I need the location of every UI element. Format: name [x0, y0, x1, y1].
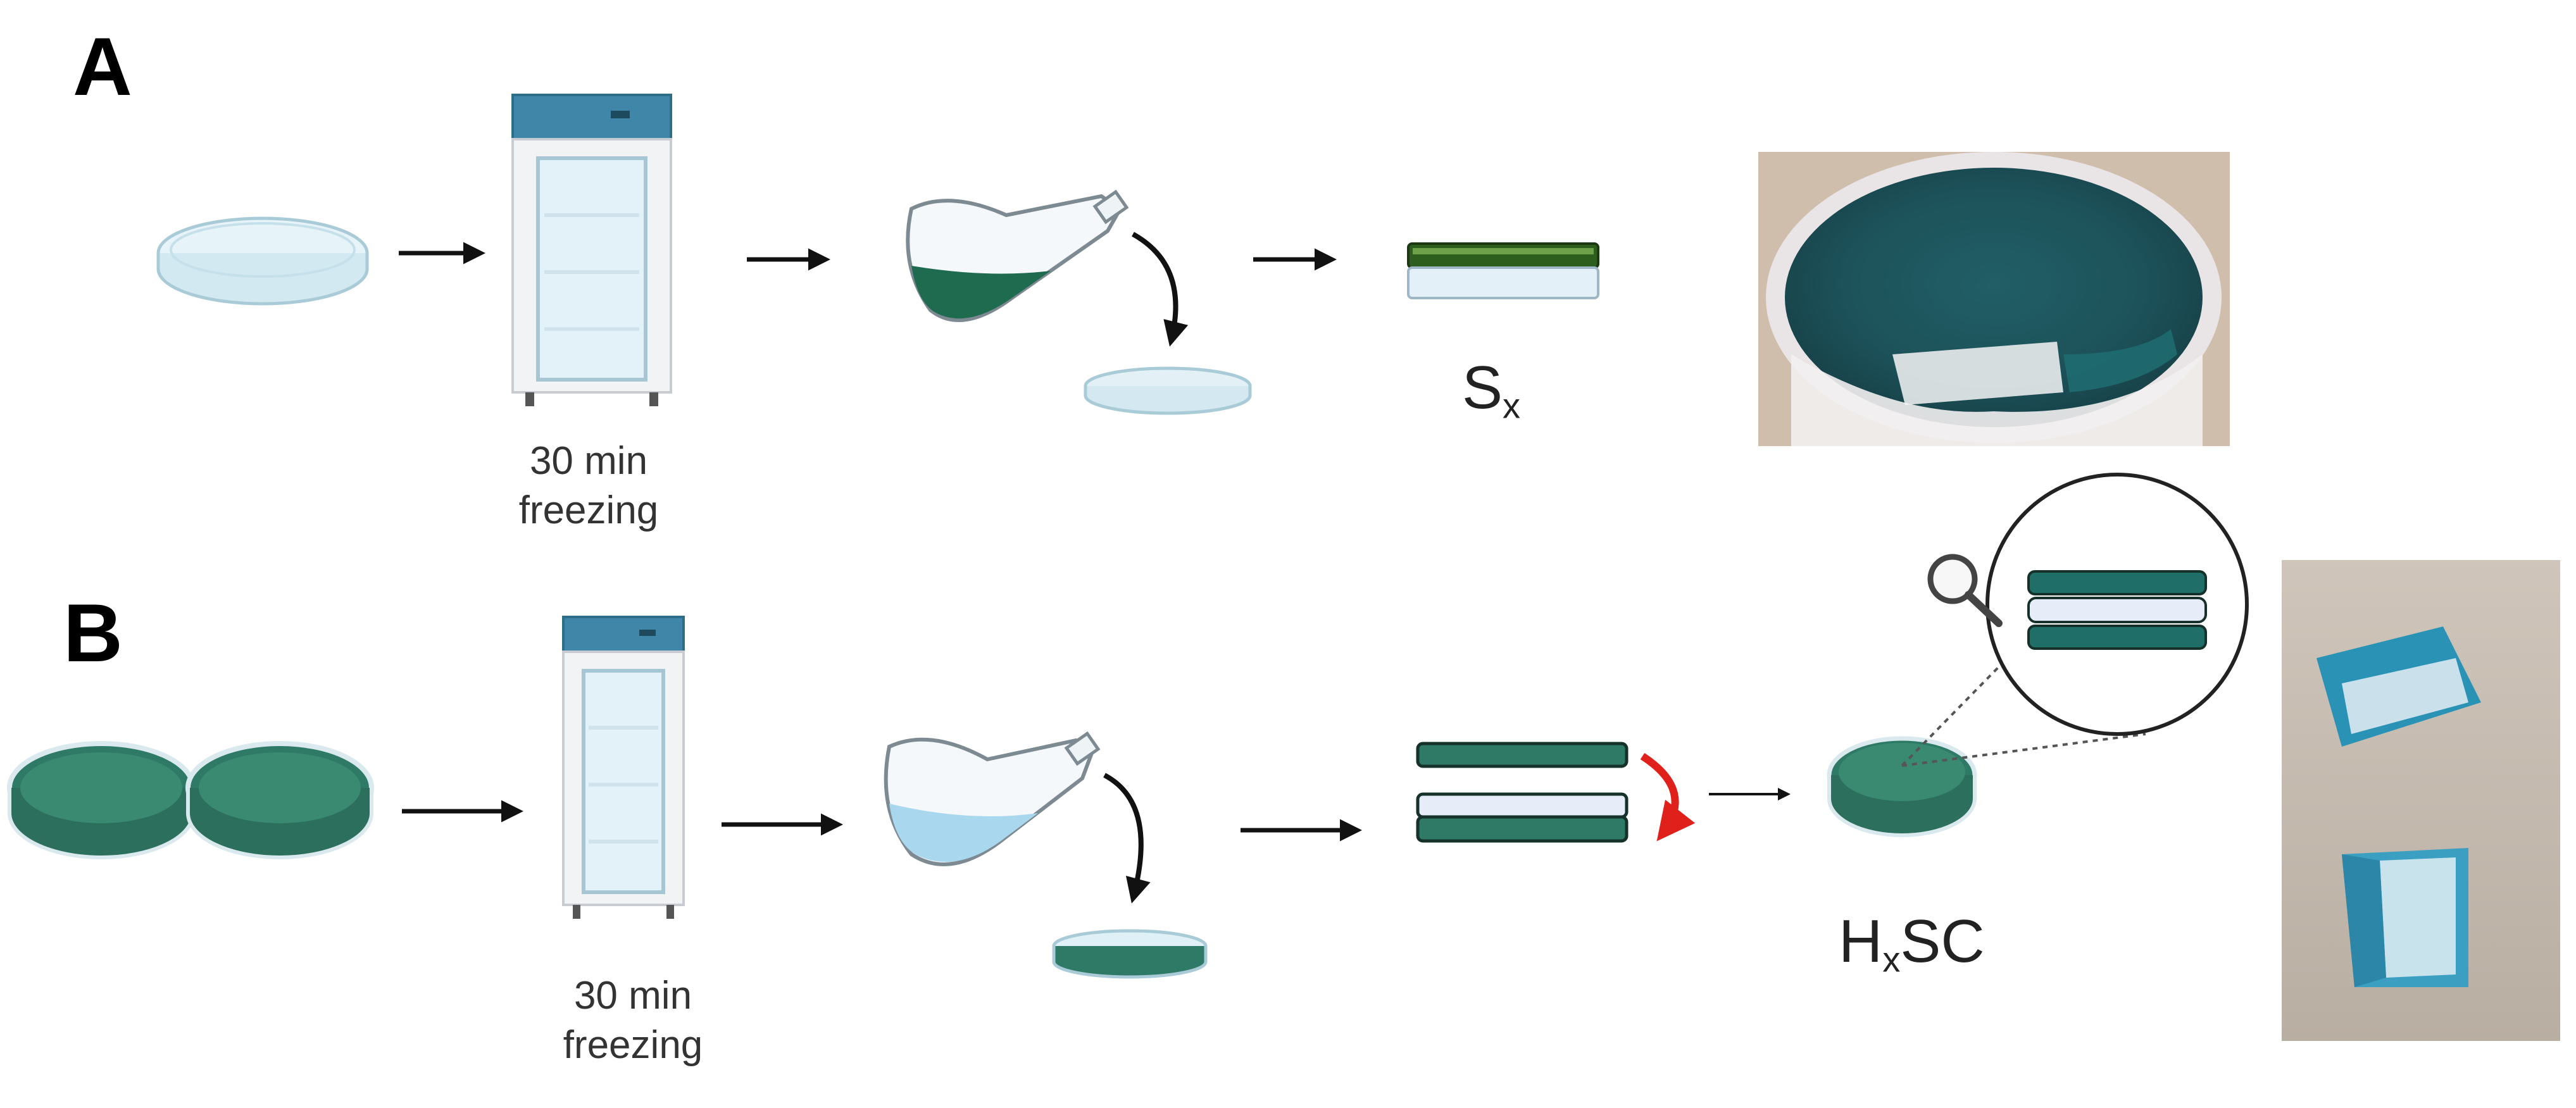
panel-label-a: A — [73, 20, 132, 113]
flask-icon — [906, 189, 1129, 322]
sx-label-main: S — [1462, 354, 1503, 421]
flip-arrow-icon — [1640, 752, 1696, 842]
sx-label-sub: x — [1503, 385, 1521, 426]
sx-label: Sx — [1462, 358, 1520, 424]
zoom-line-bottom — [1901, 733, 2146, 767]
pour-arrow-a — [1132, 232, 1189, 347]
zoom-inset — [1985, 473, 2249, 736]
freezer-caption-a: 30 min freezing — [468, 437, 709, 535]
petri-dish-icon — [1084, 366, 1252, 415]
panel-label-b: B — [63, 587, 123, 679]
sample-photo-b — [2282, 560, 2560, 1041]
hxsc-label-main: H — [1839, 907, 1883, 975]
flask-icon — [884, 731, 1101, 866]
freezer-caption-b: 30 min freezing — [513, 971, 753, 1069]
freezer-caption-b-line2: freezing — [563, 1023, 703, 1067]
hxsc-dish-icon — [1827, 736, 1977, 837]
freezer-icon — [511, 94, 672, 406]
hxsc-label-sub: x — [1882, 939, 1901, 980]
sample-photo-a — [1758, 152, 2230, 446]
pour-arrow-b — [1103, 773, 1151, 904]
freezer-icon — [562, 616, 685, 919]
green-petri-dish-icon — [1052, 929, 1208, 979]
freezer-caption-a-line1: 30 min — [529, 439, 648, 483]
green-petri-dish-icon — [7, 741, 196, 859]
stacked-layers-icon — [1416, 742, 1629, 843]
hxsc-label-rest: SC — [1900, 907, 1985, 975]
sx-dish-icon — [1407, 242, 1599, 299]
magnifier-icon — [1927, 554, 2003, 627]
freezer-caption-a-line2: freezing — [518, 488, 659, 532]
petri-dish-icon — [156, 216, 369, 306]
hxsc-label: HxSC — [1839, 911, 1985, 978]
freezer-caption-b-line1: 30 min — [573, 974, 692, 1018]
green-petri-dish-icon — [185, 741, 374, 859]
